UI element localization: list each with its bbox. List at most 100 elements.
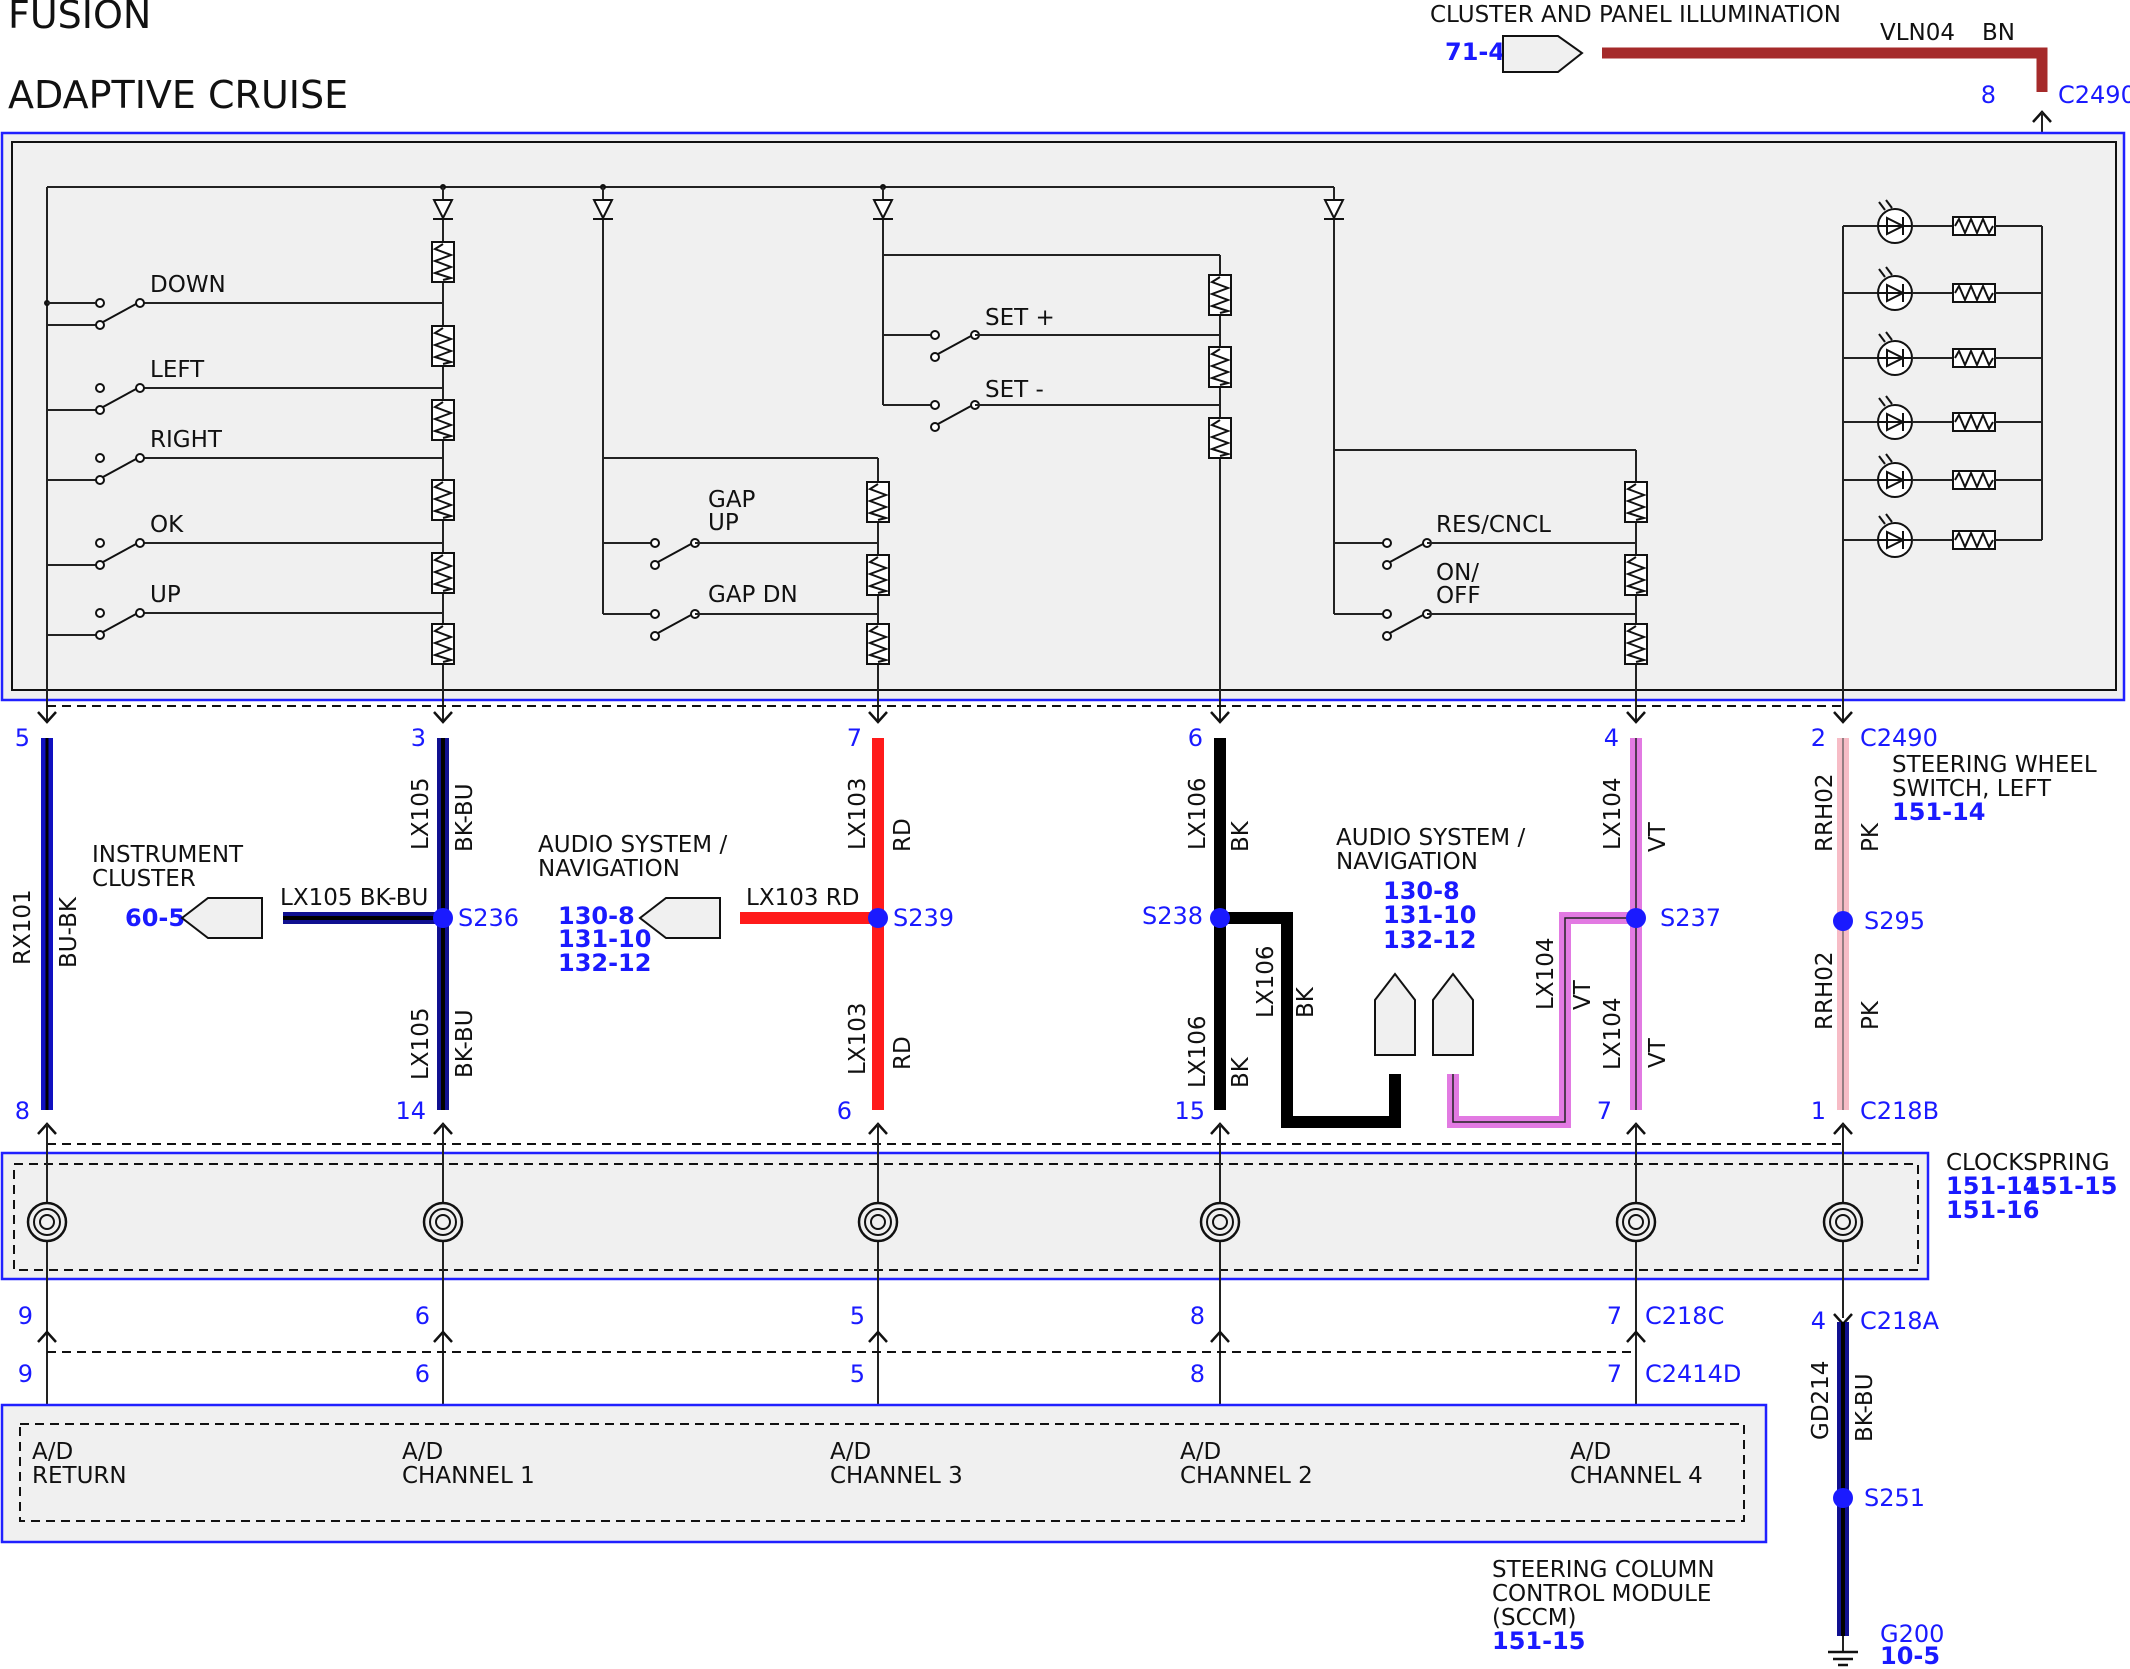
sccm-label-2: CONTROL MODULE (1492, 1581, 1711, 1607)
pin-label: 7 (1607, 1360, 1622, 1388)
sccm-channel-line2: CHANNEL 1 (402, 1463, 535, 1489)
wire-lx103-lower-color: RD (890, 1036, 916, 1070)
wire-lx106-upper-color: BK (1228, 820, 1254, 852)
clockspring-coil-icon (1199, 1201, 1241, 1243)
steering-wheel-switch-ref: STEERING WHEEL SWITCH, LEFT 151-14 (1892, 752, 2097, 826)
top-connector-label: C2490 (1860, 724, 1938, 752)
sccm-ref-link[interactable]: 151-15 (1492, 1627, 1585, 1655)
splice-s236-label[interactable]: S236 (458, 904, 519, 932)
clockspring-ref-3[interactable]: 151-16 (1946, 1196, 2039, 1224)
sccm-channel-line1: A/D (402, 1439, 443, 1465)
wire-lx106-lower-color: BK (1228, 1056, 1254, 1088)
splice-s238 (1210, 908, 1230, 928)
switch-gap-dn-label: GAP DN (708, 582, 798, 608)
audio-left-ref-2[interactable]: 131-10 (558, 925, 651, 953)
splice-s251 (1833, 1488, 1853, 1508)
pin-label: 14 (395, 1097, 426, 1125)
switch-set-minus-label: SET - (985, 377, 1044, 403)
wire-lx104-lower-color: VT (1645, 1037, 1671, 1068)
audio-right-ref-2[interactable]: 131-10 (1383, 901, 1476, 929)
clockspring-inner (13, 1163, 1919, 1271)
splice-s238-label[interactable]: S238 (1142, 902, 1203, 930)
pin-label: 6 (415, 1302, 430, 1330)
wire-lx106-lower-label: LX106 (1185, 1016, 1211, 1088)
wire-vln04 (1602, 47, 2048, 92)
splice-s251-label[interactable]: S251 (1864, 1484, 1925, 1512)
pin-label: 15 (1174, 1097, 1205, 1125)
clockspring-coil-icon (857, 1201, 899, 1243)
pin-label: 8 (1190, 1302, 1205, 1330)
audio-left-ref-3[interactable]: 132-12 (558, 949, 651, 977)
splice-s237-label[interactable]: S237 (1660, 904, 1721, 932)
sccm-channel-line1: A/D (830, 1439, 871, 1465)
splice-s239 (868, 908, 888, 928)
pin-label: 2 (1811, 724, 1826, 752)
wire-rx101-label: RX101 (10, 889, 36, 965)
audio-left-connector-icon (638, 897, 721, 939)
clockspring-ref-1[interactable]: 151-14 (1946, 1172, 2039, 1200)
clockspring-ref-2[interactable]: 151-15 (2024, 1172, 2117, 1200)
wire-lx103-horizontal-label: LX103 RD (746, 885, 859, 911)
wire-vln04-label: VLN04 (1880, 20, 1955, 46)
ground-ref[interactable]: 10-5 (1880, 1642, 1940, 1669)
switch-right-label: RIGHT (150, 427, 223, 453)
switch-up-label: UP (150, 582, 181, 608)
pin-label: 7 (847, 724, 862, 752)
pin-label: 7 (1607, 1302, 1622, 1330)
steering-switch-label-1: STEERING WHEEL (1892, 752, 2097, 778)
wire-lx106-branch-color: BK (1293, 986, 1319, 1018)
illumination-connector-icon (1502, 35, 1584, 73)
clockspring-box (0, 1151, 1930, 1281)
sccm-box (0, 1403, 1768, 1544)
sccm-inner (19, 1423, 1745, 1522)
splice-s239-label[interactable]: S239 (893, 904, 954, 932)
sccm-channel-line2: RETURN (32, 1463, 127, 1489)
wire-lx103-upper-label: LX103 (845, 778, 871, 850)
switch-on-label: ON/ (1436, 560, 1479, 586)
switch-group-res: RES/CNCL ON/ OFF (1323, 187, 1648, 720)
wire-gd214-label: GD214 (1808, 1361, 1834, 1440)
instrument-cluster-ref-link[interactable]: 60-5 (125, 904, 185, 932)
audio-right-label-1: AUDIO SYSTEM / (1336, 825, 1525, 851)
wire-lx106-branch-label: LX106 (1253, 946, 1279, 1018)
sccm-ref: STEERING COLUMN CONTROL MODULE (SCCM) 15… (1492, 1557, 1715, 1655)
switch-set-plus-label: SET + (985, 305, 1055, 331)
pin-label: 9 (18, 1360, 33, 1388)
c2414d-label: C2414D (1645, 1360, 1741, 1388)
switch-group-set: SET + SET - (872, 187, 1232, 720)
switch-res-cncl-label: RES/CNCL (1436, 512, 1551, 538)
audio-left-ref-1[interactable]: 130-8 (558, 902, 635, 930)
audio-left-label-2: NAVIGATION (538, 856, 680, 882)
pin-label: 8 (1190, 1360, 1205, 1388)
instrument-cluster-label-1: INSTRUMENT (92, 842, 244, 868)
pin-label: 5 (850, 1360, 865, 1388)
illumination-label: CLUSTER AND PANEL ILLUMINATION (1430, 2, 1841, 28)
switch-left-label: LEFT (150, 357, 205, 383)
illumination-feed: CLUSTER AND PANEL ILLUMINATION 71-4 VLN0… (1430, 2, 2130, 540)
instrument-cluster-ref: INSTRUMENT CLUSTER 60-5 (92, 842, 263, 939)
illumination-ref[interactable]: 71-4 (1445, 38, 1505, 66)
illumination-connector: C2490 (2058, 81, 2130, 109)
sccm-channel-line2: CHANNEL 4 (1570, 1463, 1703, 1489)
audio-left-label-1: AUDIO SYSTEM / (538, 832, 727, 858)
wire-lx106-upper-label: LX106 (1185, 778, 1211, 850)
steering-switch-ref[interactable]: 151-14 (1892, 798, 1985, 826)
switch-gap-label: GAP (708, 487, 756, 513)
clockspring-coil-icon (1615, 1201, 1657, 1243)
audio-right-ref-1[interactable]: 130-8 (1383, 877, 1460, 905)
wire-lx104-upper-label: LX104 (1600, 778, 1626, 850)
top-pins: 5 3 7 6 4 2 C2490 (15, 724, 1938, 752)
pin-label: 3 (411, 724, 426, 752)
audio-navigation-right: AUDIO SYSTEM / NAVIGATION 130-8 131-10 1… (1336, 825, 1525, 1056)
pin-label: 1 (1811, 1097, 1826, 1125)
ground-label: G200 (1880, 1620, 1944, 1648)
splice-s295-label[interactable]: S295 (1864, 907, 1925, 935)
sccm-channel-line1: A/D (1570, 1439, 1611, 1465)
bottom-pins: 8 14 6 15 7 1 C218B (15, 1097, 1939, 1125)
c218c-label: C218C (1645, 1302, 1724, 1330)
instrument-cluster-connector-icon (180, 897, 263, 939)
audio-right-ref-3[interactable]: 132-12 (1383, 926, 1476, 954)
c218a-pin: 4 (1811, 1307, 1826, 1335)
c218a-label: C218A (1860, 1307, 1940, 1335)
switch-off-label: OFF (1436, 583, 1481, 609)
